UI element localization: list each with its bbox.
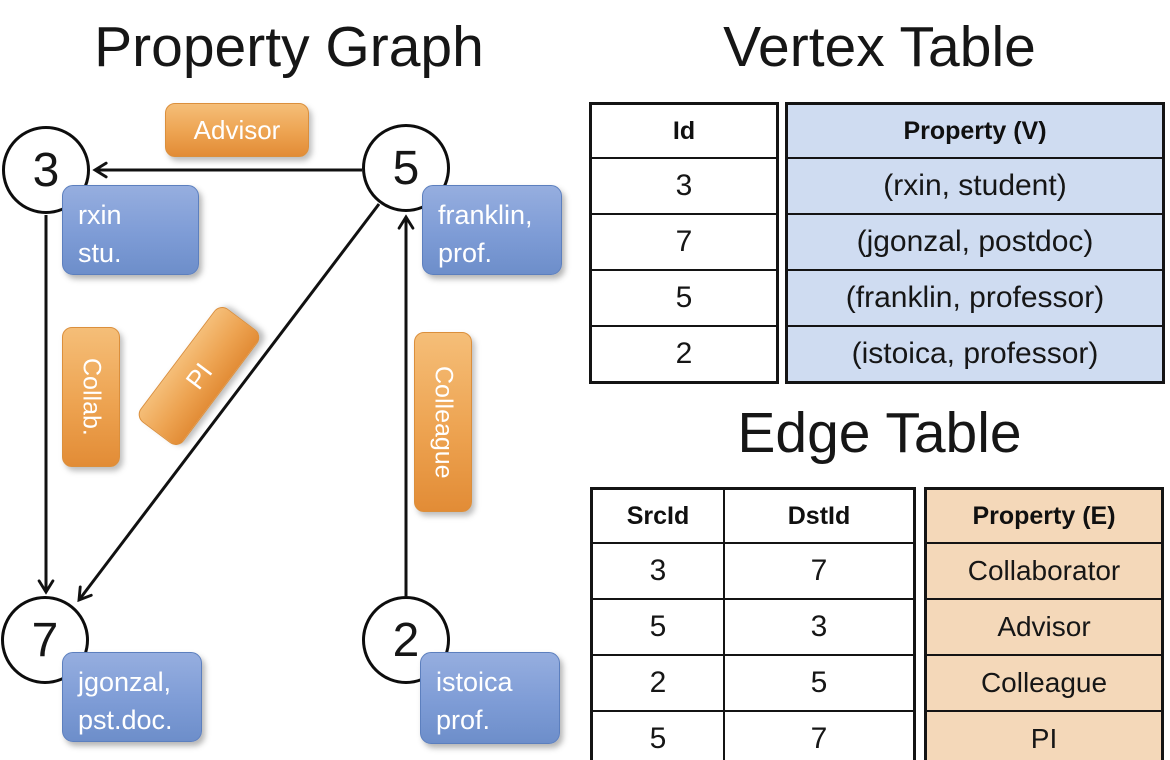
property-graph-title: Property Graph xyxy=(94,15,484,79)
table-cell: Advisor xyxy=(924,598,1164,656)
table-row: 2 5 xyxy=(590,654,916,712)
table-cell: 3 xyxy=(590,542,725,600)
table-cell: (rxin, student) xyxy=(785,157,1165,215)
node-property-line: rxin xyxy=(78,200,122,230)
table-row: 7 xyxy=(589,213,779,271)
table-row: 2 xyxy=(589,325,779,384)
edge-line-pi xyxy=(79,203,381,600)
table-cell: 7 xyxy=(589,213,779,271)
node-property-line: franklin, xyxy=(438,200,533,230)
table-cell: 5 xyxy=(723,654,916,712)
table-cell: 7 xyxy=(723,710,916,760)
node-property-line: jgonzal, xyxy=(78,667,172,697)
column-header: Property (V) xyxy=(785,102,1165,159)
table-row: Advisor xyxy=(924,598,1164,656)
table-cell: 5 xyxy=(590,710,725,760)
node-property-line: prof. xyxy=(436,705,491,735)
edge-label-colleague: Colleague xyxy=(414,332,472,512)
table-cell: (franklin, professor) xyxy=(785,269,1165,327)
table-row: (franklin, professor) xyxy=(785,269,1165,327)
table-cell: (jgonzal, postdoc) xyxy=(785,213,1165,271)
table-row: (rxin, student) xyxy=(785,157,1165,215)
table-row: 3 7 xyxy=(590,542,916,600)
edge-table: SrcId DstId 3 7 5 3 2 5 5 7 Property (E) xyxy=(590,487,1164,760)
graph-node-5: 5 xyxy=(362,124,450,212)
table-row: 5 3 xyxy=(590,598,916,656)
table-cell: 3 xyxy=(723,598,916,656)
node-5-property-box: franklin, prof. xyxy=(422,185,562,275)
table-row: PI xyxy=(924,710,1164,760)
table-row: 5 xyxy=(589,269,779,327)
table-cell: Collaborator xyxy=(924,542,1164,600)
node-7-property-box: jgonzal, pst.doc. xyxy=(62,652,202,742)
edge-table-property-column: Property (E) Collaborator Advisor Collea… xyxy=(924,487,1164,760)
table-row: 3 xyxy=(589,157,779,215)
table-row: (istoica, professor) xyxy=(785,325,1165,384)
edge-table-title: Edge Table xyxy=(737,401,1022,465)
column-header: DstId xyxy=(723,487,916,544)
node-2-property-box: istoica prof. xyxy=(420,652,560,744)
vertex-table-id-column: Id 3 7 5 2 xyxy=(589,102,779,384)
graph-node-2: 2 xyxy=(362,596,450,684)
table-cell: 2 xyxy=(590,654,725,712)
table-cell: PI xyxy=(924,710,1164,760)
vertex-table-title: Vertex Table xyxy=(723,15,1036,79)
table-cell: 2 xyxy=(589,325,779,384)
table-row: (jgonzal, postdoc) xyxy=(785,213,1165,271)
node-property-line: pst.doc. xyxy=(78,705,173,735)
table-cell: Colleague xyxy=(924,654,1164,712)
table-row: Colleague xyxy=(924,654,1164,712)
column-gap xyxy=(916,487,924,760)
table-cell: 3 xyxy=(589,157,779,215)
table-row: 5 7 xyxy=(590,710,916,760)
vertex-table: Id 3 7 5 2 Property (V) (rxin, student) … xyxy=(589,102,1165,384)
edge-label-advisor: Advisor xyxy=(165,103,309,157)
column-header: Id xyxy=(589,102,779,159)
table-row: Collaborator xyxy=(924,542,1164,600)
table-cell: (istoica, professor) xyxy=(785,325,1165,384)
edge-table-id-columns: SrcId DstId 3 7 5 3 2 5 5 7 xyxy=(590,487,916,760)
edge-label-collab: Collab. xyxy=(62,327,120,467)
column-header: SrcId xyxy=(590,487,725,544)
table-cell: 5 xyxy=(590,598,725,656)
node-property-line: stu. xyxy=(78,238,122,268)
column-header: Property (E) xyxy=(924,487,1164,544)
table-cell: 5 xyxy=(589,269,779,327)
vertex-table-property-column: Property (V) (rxin, student) (jgonzal, p… xyxy=(785,102,1165,384)
node-property-line: istoica xyxy=(436,667,513,697)
node-3-property-box: rxin stu. xyxy=(62,185,199,275)
graph-edges-svg xyxy=(0,0,578,760)
table-cell: 7 xyxy=(723,542,916,600)
node-property-line: prof. xyxy=(438,238,493,268)
